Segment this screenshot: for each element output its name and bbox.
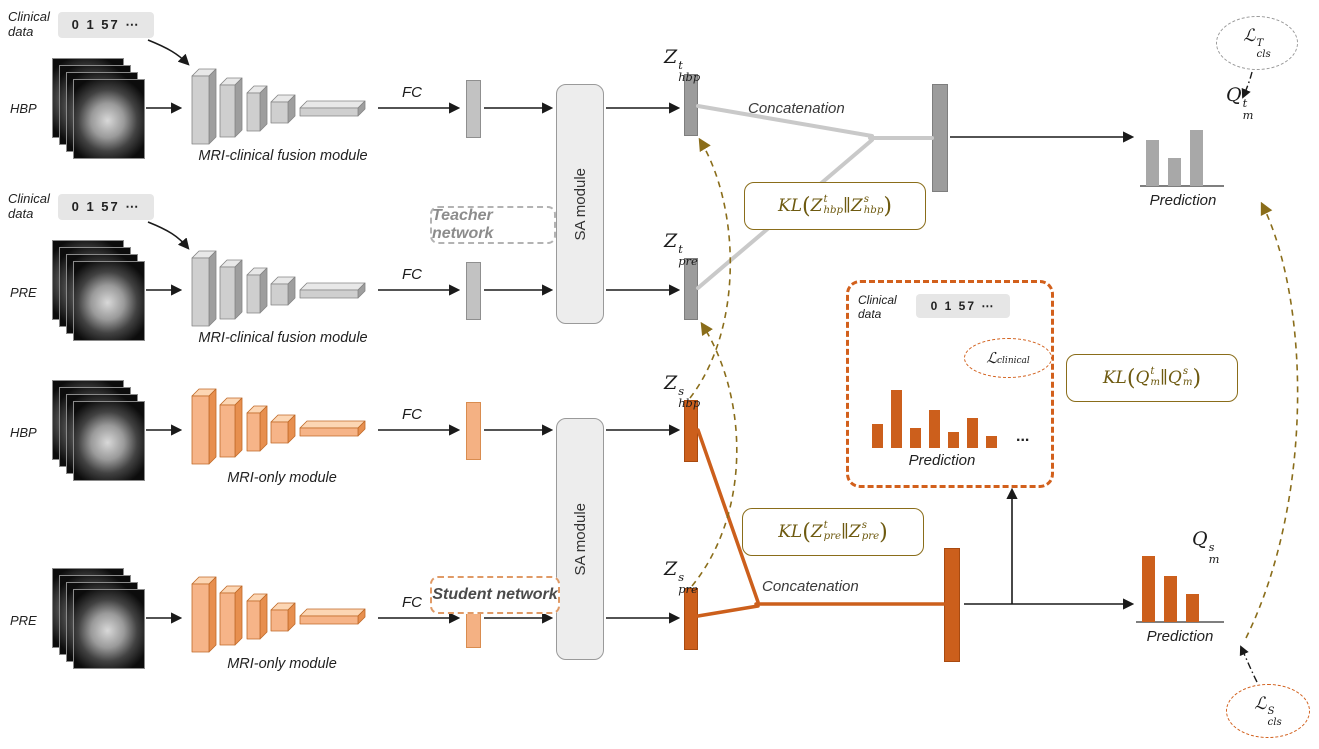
hbp-label-teacher: HBP [10,101,37,116]
prediction-bar [1186,594,1199,622]
clinical-prediction-chart [872,388,1008,448]
dashdot-loss-arrows [1239,71,1258,683]
clinical-loss-ellipse: ℒclinical [964,338,1052,378]
sa-module-teacher: SA module [556,84,604,324]
prediction-bar [967,418,978,448]
mri-stack-student-hbp [52,380,146,482]
prediction-bar [872,424,883,448]
mri-only-module-student-pre [192,577,365,652]
mri-only-caption-hbp: MRI-only module [227,470,337,486]
prediction-label-clinical: Prediction [908,452,976,469]
fc-vector-teacher-hbp [466,80,481,138]
hbp-label-student: HBP [10,425,37,440]
mri-frame [73,261,145,341]
student-prediction-chart [1142,550,1222,622]
teacher-prediction-chart [1146,100,1224,186]
mri-frame [73,79,145,159]
prediction-bar [986,436,997,448]
student-network-tag: Student network [430,576,560,614]
ellipsis-dots: ... [1016,428,1030,445]
prediction-bar [891,390,902,448]
clinical-data-chip-teacher-pre: 0 1 57 ⋯ [58,194,154,220]
clinical-data-label-teacher-hbp: Clinical data [8,9,50,39]
prediction-label-student: Prediction [1146,628,1214,645]
clinical-loss-label: ℒclinical [986,349,1030,367]
sa-module-student: SA module [556,418,604,660]
teacher-network-tag: Teacher network [430,206,556,244]
prediction-label-teacher: Prediction [1149,192,1217,209]
z-student-pre-vector [684,588,698,650]
mri-stack-student-pre [52,568,146,670]
mri-stack-teacher-hbp [52,58,146,160]
fusion-module-caption-hbp: MRI-clinical fusion module [198,148,368,164]
sa-module-label-teacher: SA module [571,167,589,241]
concatenation-label-student: Concatenation [762,578,859,595]
prediction-bar [1190,130,1203,186]
fc-label-student-hbp: FC [402,406,422,423]
mri-only-module-student-hbp [192,389,365,464]
fc-label-teacher-hbp: FC [402,84,422,101]
concat-vector-student [944,548,960,662]
concat-vector-teacher [932,84,948,192]
clinical-data-label-student: Clinical data [858,293,897,321]
prediction-bar [1142,556,1155,622]
pre-label-teacher: PRE [10,285,37,300]
fusion-module-teacher-pre [192,251,365,326]
prediction-bar [948,432,959,448]
mri-only-caption-pre: MRI-only module [227,656,337,672]
fc-label-teacher-pre: FC [402,266,422,283]
fc-vector-teacher-pre [466,262,481,320]
mri-stack-teacher-pre [52,240,146,342]
clinical-data-label-teacher-pre: Clinical data [8,191,50,221]
prediction-bar [1164,576,1177,622]
fusion-module-caption-pre: MRI-clinical fusion module [198,330,368,346]
mri-frame [73,401,145,481]
fusion-module-teacher-hbp [192,69,365,144]
prediction-bar [1146,140,1159,186]
concatenation-label-teacher: Concatenation [748,100,845,117]
prediction-bar [910,428,921,448]
fc-label-student-pre: FC [402,594,422,611]
fc-vector-student-hbp [466,402,481,460]
clinical-data-chip-teacher-hbp: 0 1 57 ⋯ [58,12,154,38]
prediction-bar [1168,158,1181,186]
clinical-data-chip-student: 0 1 57 ⋯ [916,294,1010,318]
sa-module-label-student: SA module [571,502,589,576]
prediction-bar [929,410,940,448]
mri-frame [73,589,145,669]
pre-label-student: PRE [10,613,37,628]
